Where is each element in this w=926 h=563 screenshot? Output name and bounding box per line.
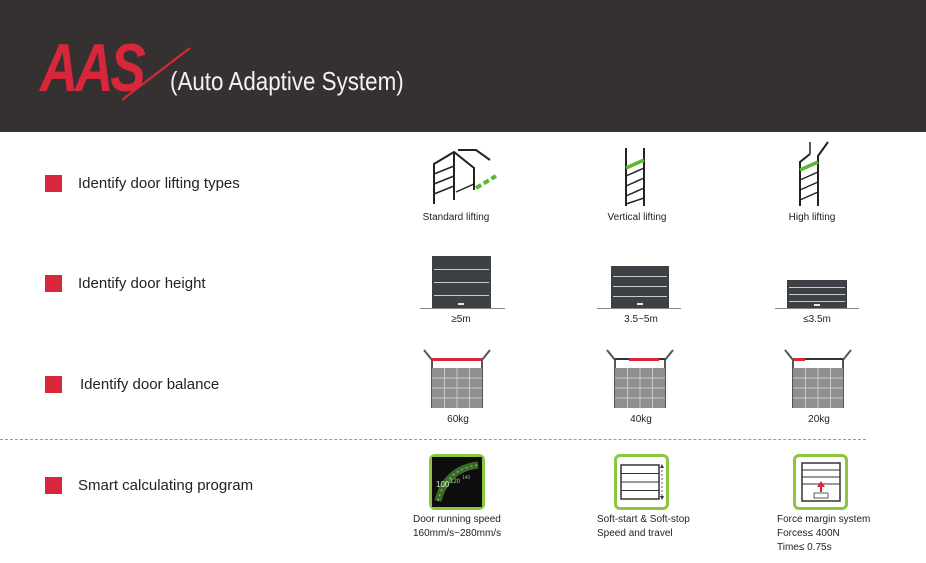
row-marker xyxy=(45,477,62,494)
short-door-icon xyxy=(787,280,847,308)
row-marker xyxy=(45,376,62,393)
caption-vertical-lifting: Vertical lifting xyxy=(607,212,667,223)
caption-line: Speed and travel xyxy=(597,528,673,539)
speed-mark: 140 xyxy=(462,475,471,481)
caption-line: Force margin system xyxy=(777,514,871,525)
caption-force-margin: Force margin system Forces≤ 400N Time≤ 0… xyxy=(777,513,897,555)
header-banner: AAS (Auto Adaptive System) xyxy=(0,0,926,132)
balance-20kg-icon xyxy=(784,349,852,408)
caption-line: Forces≤ 400N xyxy=(777,528,840,539)
caption-balance-60kg: 60kg xyxy=(447,414,469,425)
standard-lifting-icon xyxy=(433,149,498,204)
caption-medium-door: 3.5~5m xyxy=(624,314,658,325)
row-label-door-height: Identify door height xyxy=(78,275,206,292)
high-lifting-icon xyxy=(799,141,829,206)
tall-door-icon xyxy=(432,256,491,308)
door-floor-line xyxy=(775,308,859,309)
section-divider xyxy=(0,439,866,440)
medium-door-icon xyxy=(611,266,669,308)
row-marker xyxy=(45,175,62,192)
caption-balance-40kg: 40kg xyxy=(630,414,652,425)
balance-60kg-icon xyxy=(423,349,491,408)
soft-start-icon xyxy=(614,454,669,510)
logo-text: AAS xyxy=(40,30,146,106)
row-label-lifting-types: Identify door lifting types xyxy=(78,175,240,192)
caption-soft-start: Soft-start & Soft-stop Speed and travel xyxy=(597,513,707,541)
speedometer-icon: 100 120 140 xyxy=(429,454,485,510)
force-margin-icon xyxy=(793,454,848,510)
caption-high-lifting: High lifting xyxy=(788,212,836,223)
caption-line: 160mm/s~280mm/s xyxy=(413,528,502,539)
row-label-smart-program: Smart calculating program xyxy=(78,477,254,494)
caption-line: Time≤ 0.75s xyxy=(777,542,832,553)
page-subtitle: (Auto Adaptive System) xyxy=(170,66,404,96)
vertical-lifting-icon xyxy=(625,148,645,206)
speed-mark: 100 xyxy=(436,480,450,489)
caption-line: Soft-start & Soft-stop xyxy=(597,514,690,525)
balance-40kg-icon xyxy=(606,349,674,408)
caption-door-speed: Door running speed 160mm/s~280mm/s xyxy=(413,513,523,541)
logo-slash-icon xyxy=(121,47,191,101)
caption-short-door: ≤3.5m xyxy=(803,314,831,325)
caption-standard-lifting: Standard lifting xyxy=(422,212,490,223)
door-floor-line xyxy=(420,308,505,309)
row-label-door-balance: Identify door balance xyxy=(80,376,220,393)
caption-line: Door running speed xyxy=(413,514,501,525)
caption-balance-20kg: 20kg xyxy=(808,414,830,425)
row-marker xyxy=(45,275,62,292)
door-floor-line xyxy=(597,308,681,309)
speed-mark: 120 xyxy=(450,479,461,485)
caption-tall-door: ≥5m xyxy=(451,314,471,325)
aas-logo: AAS xyxy=(40,30,190,106)
